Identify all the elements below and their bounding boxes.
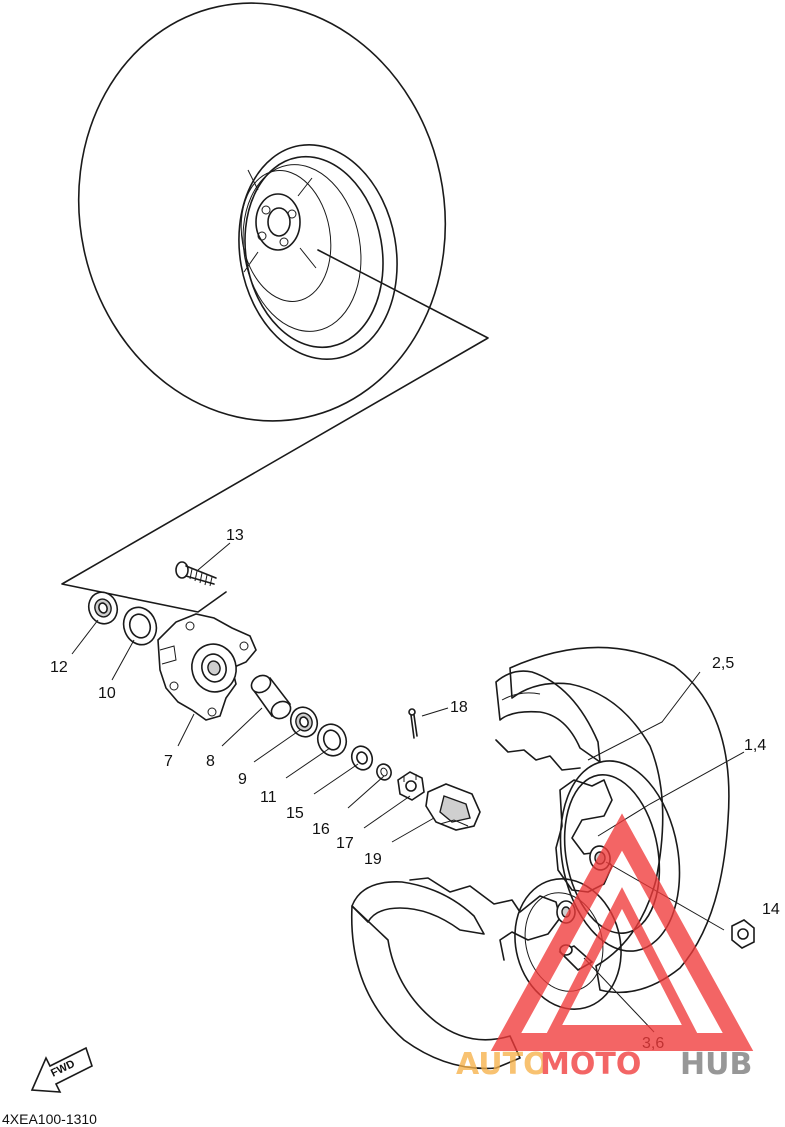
leader-lines <box>71 542 745 1033</box>
assembled-hub-center <box>267 207 291 237</box>
part-11-bearing[interactable] <box>313 720 350 760</box>
watermark-text-moto: MOTO <box>540 1047 641 1082</box>
assembled-spokes <box>243 169 317 273</box>
forward-direction-indicator: FWD <box>30 1046 93 1093</box>
assembled-rim-outer <box>238 143 398 361</box>
forward-arrow-icon <box>30 1046 93 1093</box>
part-2-5-tire-outer-half[interactable] <box>495 646 730 994</box>
part-label-1-4: 1,4 <box>744 737 766 754</box>
assembled-wheel <box>61 2 489 613</box>
part-label-7: 7 <box>164 753 173 770</box>
part-label-8: 8 <box>206 753 215 770</box>
part-8-spacer[interactable] <box>248 672 293 722</box>
part-19-hub-cap[interactable] <box>425 783 481 831</box>
assembled-hub-stud <box>257 231 267 241</box>
assembled-hub-stud <box>287 209 297 219</box>
watermark-triangle-logo <box>490 813 754 1051</box>
assembled-hub-stud <box>261 205 271 215</box>
part-9-bearing-seal[interactable] <box>287 703 322 740</box>
assembled-hub-stud <box>279 237 289 247</box>
part-label-12: 12 <box>50 659 68 676</box>
watermark-text-auto: AUTO <box>456 1047 549 1082</box>
part-18-cotter-pin[interactable] <box>408 708 418 739</box>
watermark-text-hub: HUB <box>680 1047 752 1082</box>
part-17-castle-nut[interactable] <box>397 771 425 801</box>
assembled-rim-flange <box>242 164 362 332</box>
assembled-tire-outline <box>77 2 447 422</box>
part-label-19: 19 <box>364 851 382 868</box>
part-label-16: 16 <box>312 821 330 838</box>
part-16-washer[interactable] <box>375 762 394 782</box>
part-7-hub[interactable] <box>157 613 257 721</box>
part-label-11: 11 <box>260 789 277 806</box>
part-label-14: 14 <box>762 901 780 918</box>
automotohub-watermark: AUTO MOTO HUB <box>456 813 754 1082</box>
part-label-15: 15 <box>286 805 304 822</box>
watermark-triangle-inner <box>545 887 699 1035</box>
assembly-callout-frame <box>61 249 489 613</box>
part-label-9: 9 <box>238 771 247 788</box>
diagram-code: 4XEA100-1310 <box>2 1111 97 1127</box>
assembled-hub <box>255 193 301 251</box>
assembled-rim-inner <box>244 155 384 349</box>
part-10-bearing[interactable] <box>118 603 161 650</box>
part-12-bearing-seal[interactable] <box>84 588 121 628</box>
part-15-collar[interactable] <box>348 743 375 772</box>
part-label-2-5: 2,5 <box>712 655 734 672</box>
part-13-bolt[interactable] <box>175 561 217 587</box>
part-label-10: 10 <box>98 685 116 702</box>
part-14-nut[interactable] <box>731 919 755 949</box>
assembled-rim-well <box>240 170 332 302</box>
part-label-18: 18 <box>450 699 468 716</box>
part-label-17: 17 <box>336 835 354 852</box>
part-label-13: 13 <box>226 527 244 544</box>
